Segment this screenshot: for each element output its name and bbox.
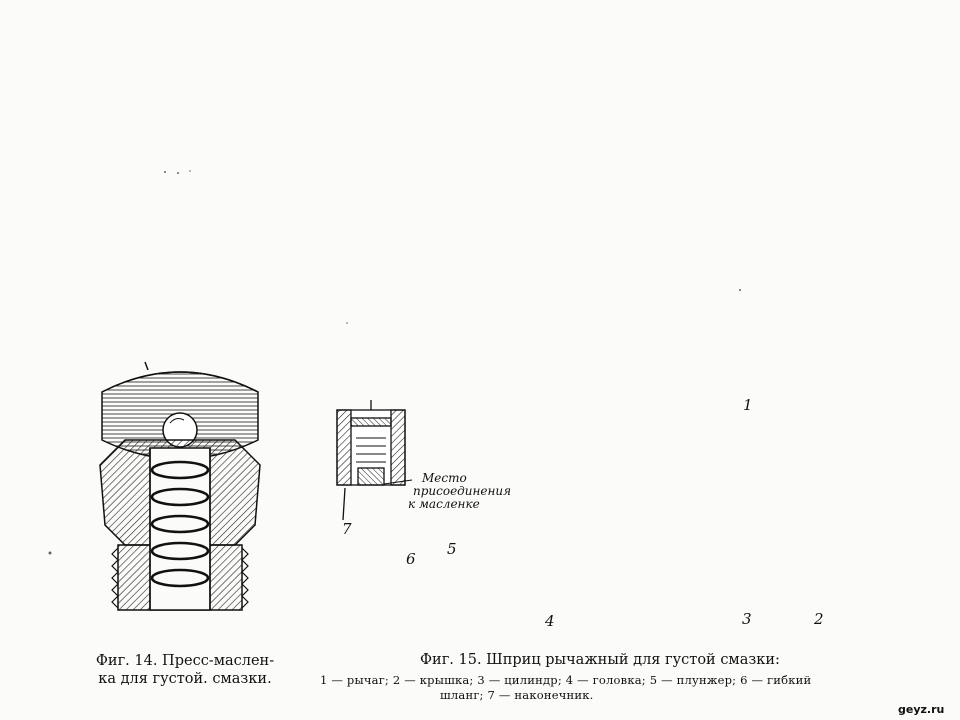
fig15-legend: 1 — рычаг; 2 — крышка; 3 — цилиндр; 4 — … xyxy=(320,673,950,703)
scan-specks xyxy=(48,170,741,555)
label-4: 4 xyxy=(545,612,555,630)
label-6: 6 xyxy=(406,550,416,568)
label-1: 1 xyxy=(743,396,753,414)
fig14-caption-line1: Фиг. 14. Пресс-маслен- xyxy=(95,653,275,669)
fig15-tip-inset-drawing xyxy=(336,400,413,521)
fig14-caption: Фиг. 14. Пресс-маслен- ка для густой. см… xyxy=(70,652,300,688)
inset-note-line2: присоединения xyxy=(413,484,512,498)
label-2: 2 xyxy=(814,610,824,628)
fig14-press-oiler-drawing xyxy=(99,361,261,611)
label-3: 3 xyxy=(742,610,752,628)
label-5: 5 xyxy=(447,540,457,558)
inset-note: Место присоединения к масленке xyxy=(408,472,511,511)
watermark-text: geyz.ru xyxy=(898,703,945,716)
legend-line2: шланг; 7 — наконечник. xyxy=(440,688,594,702)
fig15-caption: Фиг. 15. Шприц рычажный для густой смазк… xyxy=(420,652,780,668)
legend-line1: 1 — рычаг; 2 — крышка; 3 — цилиндр; 4 — … xyxy=(320,673,812,687)
inset-note-line1: Место xyxy=(422,471,467,485)
fig14-caption-line2: ка для густой. смазки. xyxy=(98,671,272,687)
label-7: 7 xyxy=(342,520,352,538)
inset-note-line3: к масленке xyxy=(408,497,480,511)
